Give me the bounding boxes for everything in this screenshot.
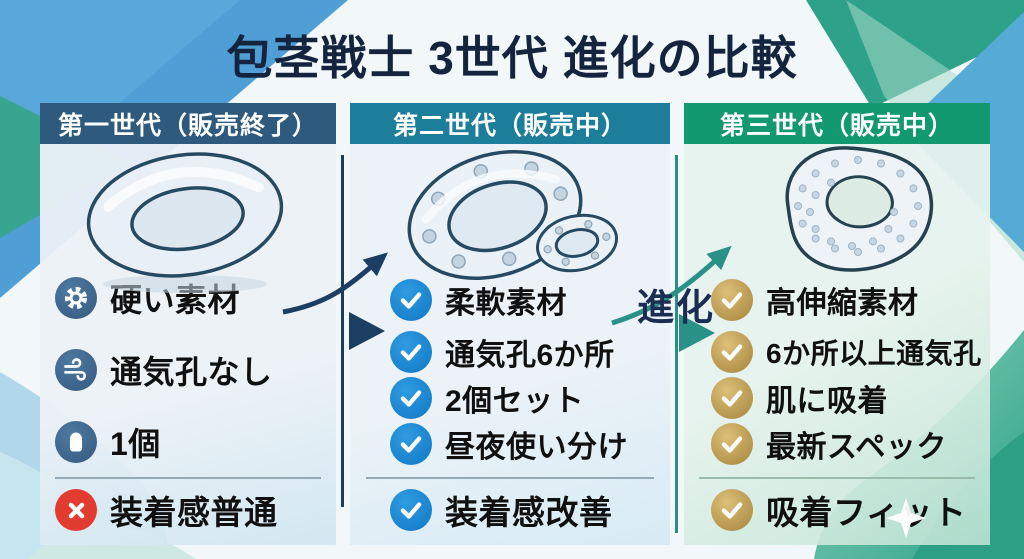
gen1-feature-count-label: 1個 — [110, 426, 161, 462]
check-icon — [390, 377, 432, 419]
gen2-footer-feature: 装着感改善 — [390, 488, 613, 532]
gen1-feature-vent-label: 通気孔なし — [110, 354, 273, 390]
gen1-header: 第一世代（販売終了） — [40, 103, 336, 144]
gen2-header: 第二世代（販売中） — [350, 103, 670, 144]
check-icon — [390, 423, 432, 465]
gen2-feature-daynight: 昼夜使い分け — [390, 422, 628, 466]
check-icon — [390, 279, 432, 321]
check-icon — [711, 377, 753, 419]
gen3-feature-vent: 6か所以上通気孔 — [711, 330, 982, 374]
gen3-feature-material: 高伸縮素材 — [711, 278, 919, 322]
gen3-feature-skin-label: 肌に吸着 — [766, 385, 888, 418]
divider-gen2-gen3 — [675, 155, 678, 533]
gen1-footer-feature: 装着感普通 — [55, 488, 278, 532]
gen1-divider — [54, 477, 322, 479]
check-icon — [711, 279, 753, 321]
check-icon — [390, 489, 432, 531]
gen1-footer-label: 装着感普通 — [110, 494, 278, 531]
gen2-feature-vent: 通気孔6か所 — [390, 330, 615, 374]
gen1-feature-material-label: 硬い素材 — [110, 282, 241, 318]
cross-icon — [55, 489, 97, 531]
sparkle-icon — [886, 498, 926, 538]
gen2-feature-material-label: 柔軟素材 — [445, 287, 567, 320]
gen1-feature-vent: 通気孔なし — [55, 348, 273, 392]
gen3-feature-vent-label: 6か所以上通気孔 — [766, 338, 982, 369]
gen2-feature-set: 2個セット — [390, 376, 584, 420]
gen2-feature-daynight-label: 昼夜使い分け — [445, 431, 628, 464]
gen3-footer-feature: 吸着フィット — [711, 488, 966, 532]
gen2-feature-material: 柔軟素材 — [390, 278, 567, 322]
gen3-header: 第三世代（販売中） — [684, 103, 990, 144]
gen3-feature-skin: 肌に吸着 — [711, 376, 888, 420]
wind-icon — [55, 349, 97, 391]
gen3-panel: 第三世代（販売中） 高伸縮素材 6か所以上通気孔 肌に吸着 最新スペック — [684, 103, 990, 545]
check-icon — [390, 331, 432, 373]
gen3-feature-spec-label: 最新スペック — [766, 431, 947, 464]
capsule-icon — [55, 421, 97, 463]
check-icon — [711, 489, 753, 531]
gen2-feature-vent-label: 通気孔6か所 — [445, 339, 615, 372]
evolution-label: 進化 — [637, 287, 715, 328]
gen2-footer-label: 装着感改善 — [445, 494, 613, 531]
check-icon — [711, 331, 753, 373]
gear-icon — [55, 277, 97, 319]
gen1-feature-material: 硬い素材 — [55, 276, 240, 320]
gen3-feature-material-label: 高伸縮素材 — [766, 287, 919, 320]
gen1-header-label: 第一世代（販売終了） — [57, 111, 318, 140]
gen3-footer-label: 吸着フィット — [766, 494, 967, 531]
gen1-panel: 第一世代（販売終了） 硬い素材 通気孔なし — [40, 103, 336, 545]
divider-gen1-gen2 — [341, 155, 344, 507]
check-icon — [711, 423, 753, 465]
gen1-feature-count: 1個 — [55, 420, 161, 464]
gen3-feature-spec: 最新スペック — [711, 422, 947, 466]
gen2-panel: 第二世代（販売中） 柔軟素材 通気孔6か所 2個セット 昼夜使い分け — [350, 103, 670, 545]
gen2-divider — [366, 477, 654, 479]
gen2-feature-set-label: 2個セット — [445, 385, 585, 418]
page-title: 包茎戦士 3世代 進化の比較 — [226, 32, 798, 84]
gen3-divider — [699, 477, 975, 479]
gen2-header-label: 第二世代（販売中） — [392, 111, 627, 140]
gen3-header-label: 第三世代（販売中） — [719, 111, 954, 140]
